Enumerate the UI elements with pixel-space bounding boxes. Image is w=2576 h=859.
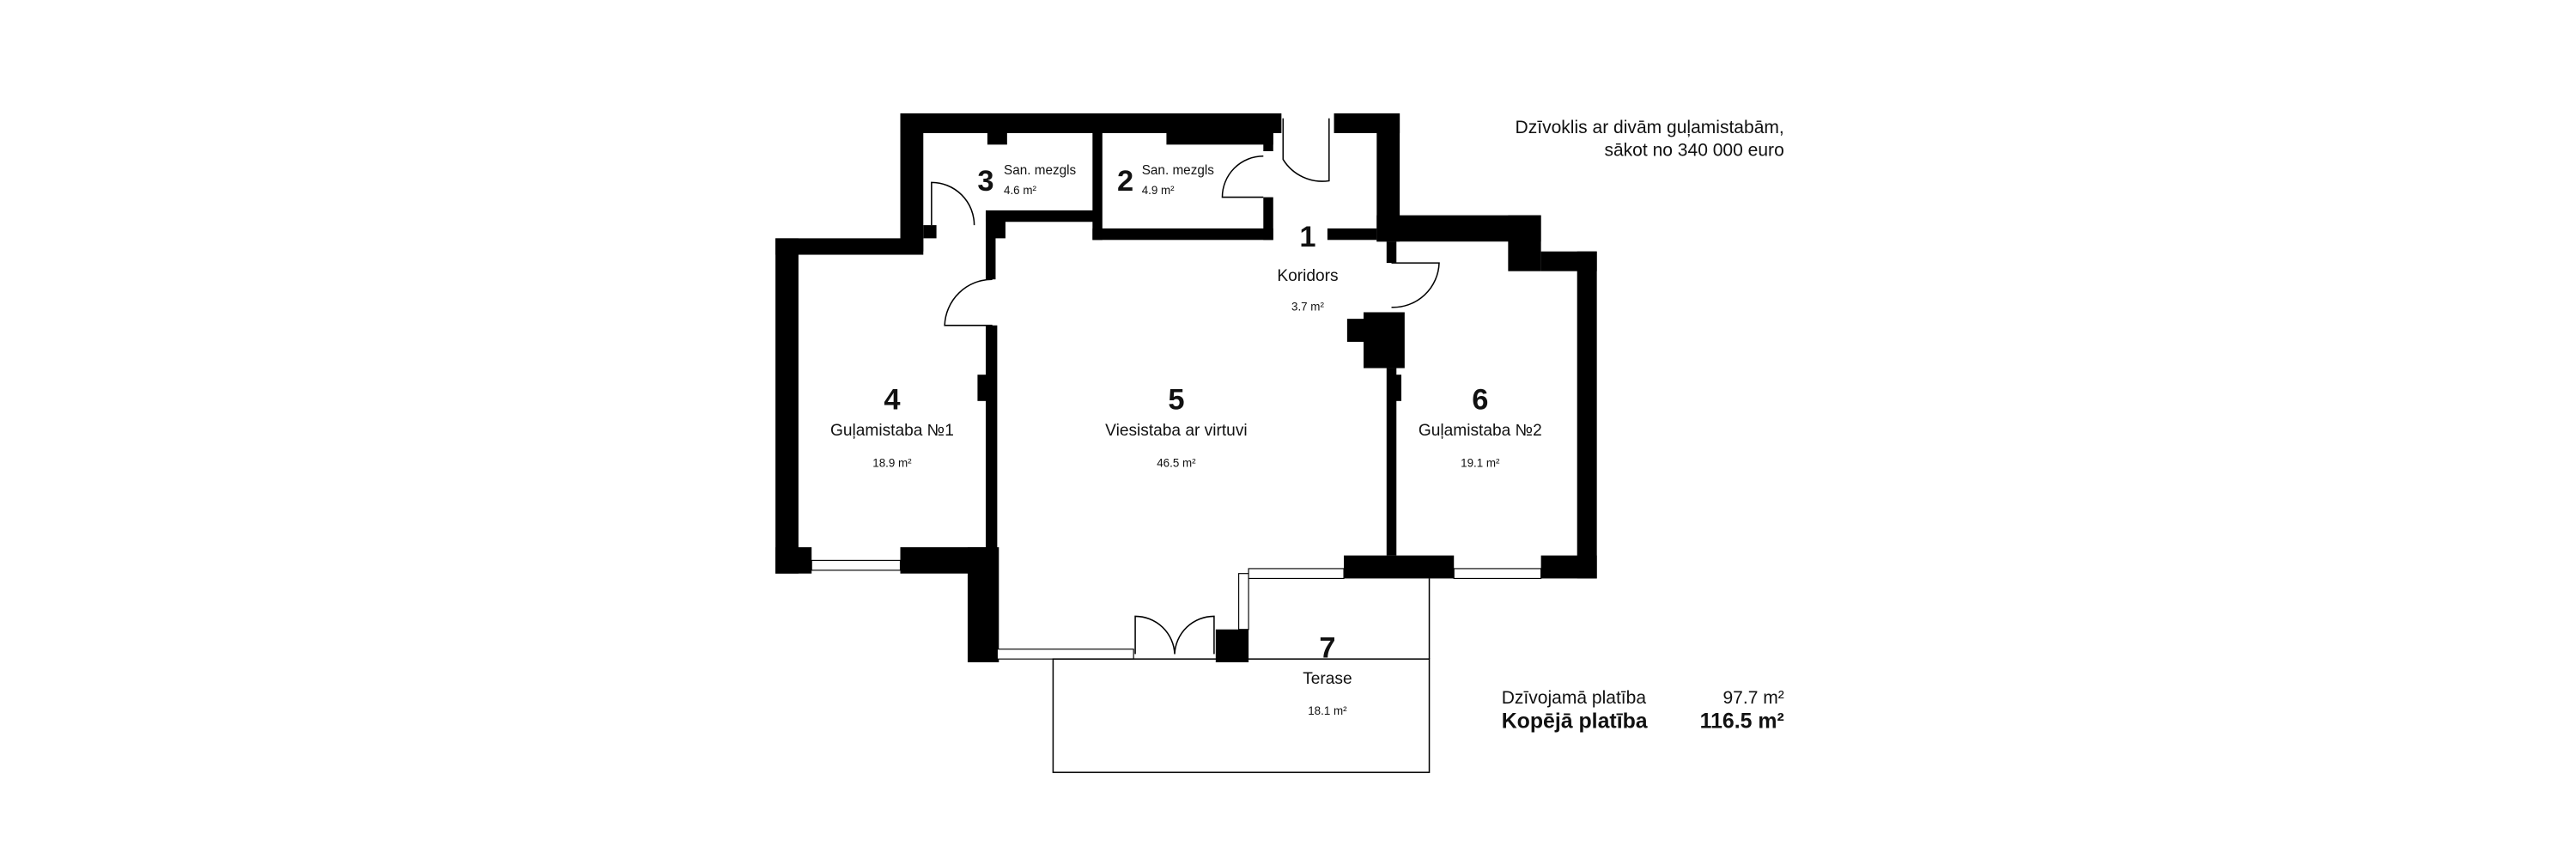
total-area-value: 116.5 m² — [1700, 710, 1784, 734]
door-bath2 — [1221, 155, 1264, 198]
door-bath3 — [931, 181, 975, 226]
room-name: San. mezgls — [1004, 163, 1077, 178]
apartment-price: sākot no 340 000 euro — [1604, 141, 1783, 161]
room-number: 7 — [1319, 631, 1335, 664]
room-area: 4.9 m² — [1142, 184, 1175, 197]
room-number: 2 — [1117, 165, 1133, 198]
room-area: 4.6 m² — [1004, 184, 1036, 197]
total-area-label: Kopējā platība — [1502, 710, 1648, 734]
room-3-label: 3 San. mezgls 4.6 m² — [977, 163, 1076, 198]
terrace-outline — [1052, 658, 1431, 773]
room-name: Viesistaba ar virtuvi — [1105, 422, 1247, 440]
room-number: 3 — [977, 165, 993, 198]
room-area: 18.1 m² — [1308, 704, 1347, 717]
room-7-label: 7 Terase 18.1 m² — [1303, 631, 1352, 717]
living-area-label: Dzīvojamā platība — [1502, 688, 1647, 708]
room-number: 5 — [1168, 383, 1184, 416]
room-area: 18.9 m² — [872, 456, 912, 469]
room-4-label: 4 Guļamistaba №1 18.9 m² — [830, 383, 954, 469]
room-area: 3.7 m² — [1291, 301, 1324, 314]
room-name: Terase — [1303, 670, 1352, 688]
room-area: 46.5 m² — [1157, 456, 1196, 469]
room-name: San. mezgls — [1142, 163, 1215, 178]
room-5-label: 5 Viesistaba ar virtuvi 46.5 m² — [1105, 383, 1247, 469]
door-room6 — [1391, 262, 1440, 308]
room-number: 1 — [1299, 221, 1315, 253]
door-room4 — [944, 278, 993, 326]
apartment-title: Dzīvoklis ar divām guļamistabām, — [1516, 118, 1784, 137]
doors — [931, 118, 1440, 655]
room-number: 6 — [1472, 383, 1488, 416]
room-name: Guļamistaba №2 — [1419, 422, 1542, 440]
living-area-value: 97.7 m² — [1722, 688, 1783, 708]
door-terrace — [1134, 615, 1215, 655]
room-6-label: 6 Guļamistaba №2 19.1 m² — [1419, 383, 1542, 469]
room-number: 4 — [884, 383, 900, 416]
room-area: 19.1 m² — [1461, 456, 1500, 469]
room-1-label: 1 Koridors 3.7 m² — [1277, 221, 1338, 314]
room-name: Guļamistaba №1 — [830, 422, 954, 440]
room-name: Koridors — [1277, 267, 1338, 285]
room-2-label: 2 San. mezgls 4.9 m² — [1117, 163, 1214, 198]
walls — [775, 113, 1597, 662]
door-entrance — [1282, 118, 1330, 182]
